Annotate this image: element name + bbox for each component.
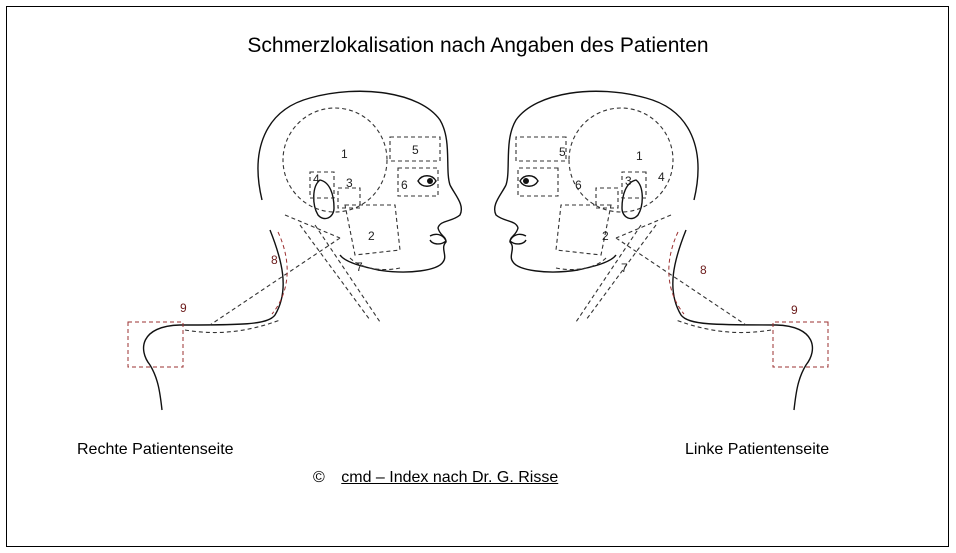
label-right-patient-side: Rechte Patientenseite: [77, 441, 234, 459]
region-label-4-left: 4: [658, 170, 665, 184]
copyright-link[interactable]: cmd – Index nach Dr. G. Risse: [341, 469, 558, 486]
region-label-6-left: 6: [575, 178, 582, 192]
neck-back-outline-right: [258, 91, 450, 200]
label-left-patient-side: Linke Patientenseite: [685, 441, 829, 459]
pupil-right: [427, 178, 433, 184]
head-profile-left-side: [495, 91, 828, 410]
region-label-1-right: 1: [341, 147, 348, 161]
region-8-outline-right: [272, 232, 287, 314]
region-label-9-left: 9: [791, 303, 798, 317]
region-label-9-right: 9: [180, 301, 187, 315]
face-outline-right: [340, 185, 461, 272]
neck-muscle-lines-right: [210, 215, 380, 325]
region-label-7-right: 7: [356, 260, 363, 274]
region-9-outline-right: [128, 322, 183, 367]
region-1-outline-right: [283, 108, 387, 212]
region-label-3-left: 3: [625, 174, 632, 188]
trapezius-line-right: [185, 320, 280, 333]
region-label-3-right: 3: [346, 176, 353, 190]
region-label-1-left: 1: [636, 149, 643, 163]
region-label-8-right: 8: [271, 253, 278, 267]
region-label-6-right: 6: [401, 178, 408, 192]
region-label-5-left: 5: [559, 145, 566, 159]
copyright-symbol: ©: [313, 469, 325, 486]
copyright-line: © cmd – Index nach Dr. G. Risse: [313, 469, 558, 487]
region-label-7-left: 7: [621, 261, 628, 275]
region-label-2-right: 2: [368, 229, 375, 243]
region-label-4-right: 4: [313, 172, 320, 186]
region-label-2-left: 2: [602, 229, 609, 243]
neck-front-right: [180, 230, 283, 325]
region-label-5-right: 5: [412, 143, 419, 157]
region-label-8-left: 8: [700, 263, 707, 277]
head-profile-right-side: [128, 91, 461, 410]
